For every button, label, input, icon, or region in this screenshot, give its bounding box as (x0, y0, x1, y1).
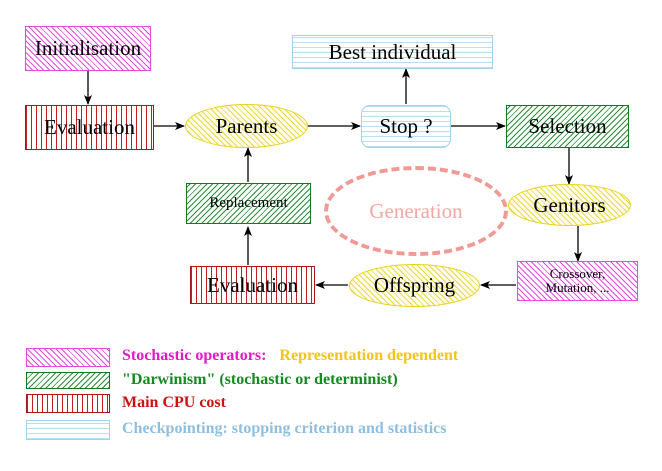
node-crossover-label-line1: Crossover, (549, 266, 606, 282)
node-crossover-mutation[interactable]: Crossover, Mutation, ... (517, 261, 638, 301)
legend-swatch-darwinism (26, 372, 110, 389)
node-offspring[interactable]: Offspring (349, 264, 480, 307)
node-best-individual[interactable]: Best individual (292, 35, 493, 69)
legend-swatch-cpu (26, 394, 110, 413)
legend-label-stochastic: Stochastic operators: Representation dep… (122, 347, 458, 365)
node-selection[interactable]: Selection (506, 105, 629, 148)
legend-label-darwinism-text: "Darwinism" (stochastic or determinist) (122, 371, 398, 388)
node-generation-label: Generation (369, 198, 463, 223)
legend-swatch-checkpointing (26, 420, 110, 440)
node-crossover-label-line2: Mutation, ... (545, 280, 610, 295)
node-best-individual-label: Best individual (328, 39, 457, 64)
node-evaluation-top[interactable]: Evaluation (25, 105, 154, 150)
node-parents-label: Parents (215, 113, 278, 138)
node-selection-label: Selection (528, 114, 607, 139)
node-evaluation-bottom-label: Evaluation (207, 272, 298, 297)
legend-label-representation-text: Representation dependent (279, 347, 459, 364)
legend-swatch-stochastic (26, 348, 110, 367)
legend-label-cpu-text: Main CPU cost (122, 394, 226, 411)
node-genitors[interactable]: Genitors (508, 184, 631, 226)
legend-label-checkpointing-text: Checkpointing: stopping criterion and st… (122, 420, 447, 437)
legend-label-checkpointing: Checkpointing: stopping criterion and st… (122, 420, 446, 438)
legend-label-cpu: Main CPU cost (122, 394, 226, 412)
node-initialisation-label: Initialisation (34, 36, 142, 61)
node-replacement[interactable]: Replacement (186, 183, 311, 224)
node-replacement-label: Replacement (209, 194, 288, 211)
node-stop[interactable]: Stop ? (361, 105, 451, 148)
node-parents[interactable]: Parents (185, 104, 308, 148)
node-genitors-label: Genitors (533, 192, 606, 217)
node-offspring-label: Offspring (373, 273, 456, 298)
node-evaluation-bottom[interactable]: Evaluation (190, 266, 315, 304)
legend-label-stochastic-text: Stochastic operators: (122, 347, 267, 364)
legend-label-darwinism: "Darwinism" (stochastic or determinist) (122, 371, 398, 389)
node-stop-label: Stop ? (379, 114, 433, 139)
node-evaluation-top-label: Evaluation (44, 115, 135, 140)
node-generation: Generation (324, 166, 508, 256)
node-initialisation[interactable]: Initialisation (25, 26, 151, 71)
